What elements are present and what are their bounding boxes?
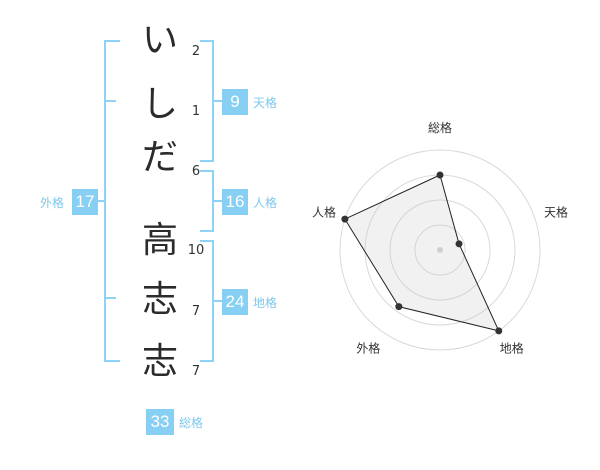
name-char-6: 志 [141, 341, 178, 382]
tenkaku-bracket-tick [212, 100, 222, 102]
radar-point-2 [455, 240, 463, 248]
stroke-count-3: 6 [191, 164, 201, 179]
radar-polygon [344, 174, 500, 332]
radar-point-4 [395, 303, 403, 311]
chikaku-value: 24 [222, 289, 248, 315]
radar-axis-label-4: 外格 [356, 341, 380, 356]
gaikaku-bracket-tick [104, 100, 116, 102]
radar-point-5 [341, 215, 349, 223]
radar-axis-label-1: 総格 [428, 120, 452, 135]
stroke-count-1: 2 [191, 44, 201, 59]
stroke-count-6: 7 [191, 364, 201, 379]
radar-ring [389, 199, 491, 301]
name-char-3: だ [141, 137, 178, 178]
radar-axis-label-3: 地格 [500, 341, 524, 356]
jinkaku-bracket-tick [212, 200, 222, 202]
radar-axis-label-5: 人格 [312, 204, 336, 219]
tenkaku-value: 9 [222, 89, 248, 115]
soukaku-value: 33 [146, 409, 174, 435]
radar-ring [339, 149, 541, 351]
name-char-1: い [141, 20, 178, 61]
name-char-2: し [141, 84, 178, 125]
radar-point-1 [436, 171, 444, 179]
gaikaku-bracket-tick [104, 297, 116, 299]
tenkaku-label: 天格 [253, 96, 278, 110]
chikaku-bracket-tick [212, 300, 222, 302]
gaikaku-bracket-tick [96, 200, 106, 202]
jinkaku-label: 人格 [253, 196, 278, 210]
gaikaku-value: 17 [72, 189, 98, 215]
radar-ring [414, 224, 466, 276]
jinkaku-value: 16 [222, 189, 248, 215]
name-char-4: 高 [141, 220, 178, 261]
radar-center [437, 247, 443, 253]
soukaku-label: 総格 [179, 416, 204, 430]
name-char-5: 志 [141, 279, 178, 320]
stroke-count-5: 7 [191, 304, 201, 319]
chikaku-label: 地格 [253, 296, 278, 310]
stroke-count-2: 1 [191, 104, 201, 119]
radar-point-3 [495, 327, 503, 335]
gaikaku-label: 外格 [40, 196, 65, 210]
stroke-count-4: 10 [187, 243, 205, 258]
radar-axis-label-2: 天格 [544, 204, 568, 219]
